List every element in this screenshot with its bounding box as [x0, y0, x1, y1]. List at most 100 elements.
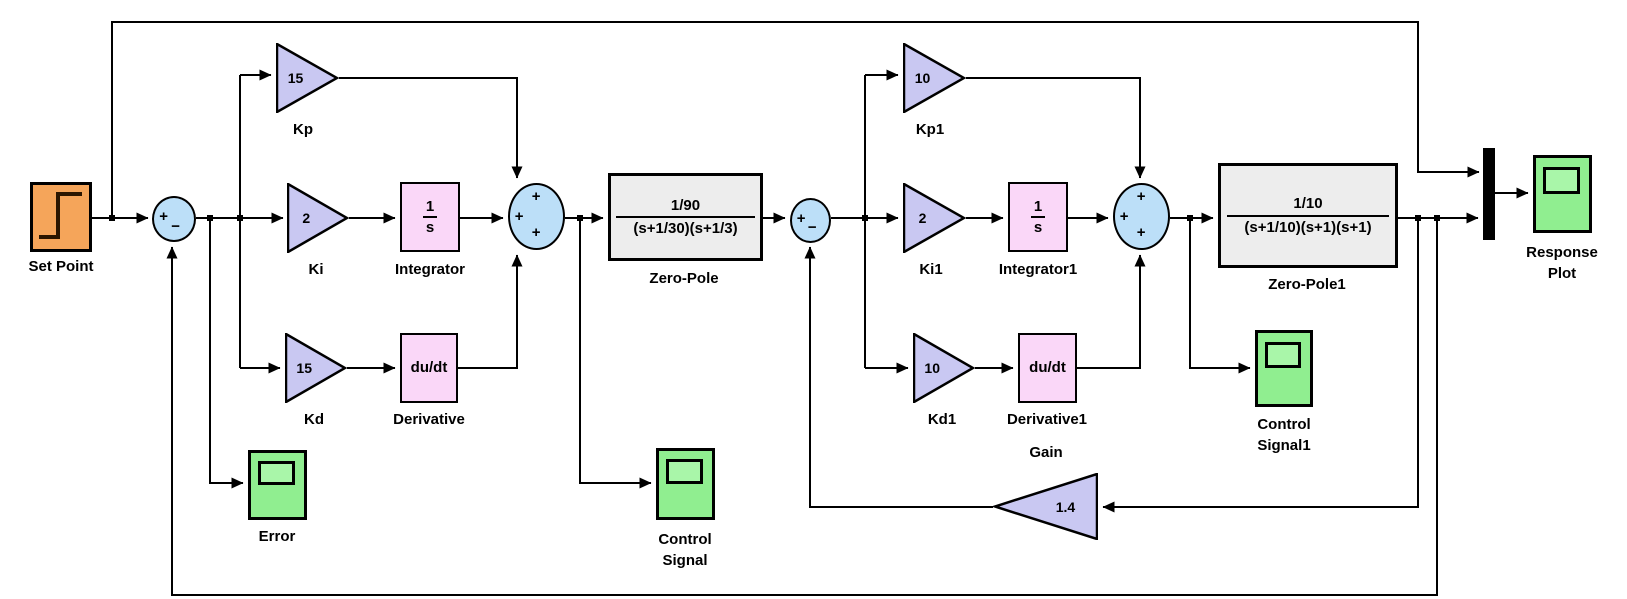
signal-wire — [209, 218, 244, 489]
signal-wire — [339, 77, 523, 179]
gain-triangle — [903, 43, 966, 113]
sum-junction-2[interactable]: +++ — [508, 183, 565, 250]
tf-denominator: (s+1/30)(s+1/3) — [633, 220, 738, 237]
signal-wire — [458, 254, 523, 369]
branch-dot — [109, 215, 115, 221]
gain-ki-label: Ki — [231, 259, 401, 280]
label-line: Ki — [308, 261, 324, 278]
branch-dot — [237, 215, 243, 221]
gain-feedback-label: Gain — [961, 442, 1131, 463]
gain-triangle — [913, 333, 975, 403]
scope-error[interactable] — [248, 450, 307, 520]
gain-kd1-label: Kd1 — [857, 409, 1027, 430]
tf-numerator: 1/10 — [1293, 195, 1323, 213]
label-line: Kp — [293, 121, 313, 138]
gain-triangle — [276, 43, 339, 113]
label-line: Signal — [662, 552, 708, 569]
sum-junction-3[interactable]: +− — [790, 198, 831, 243]
label-line: Kp1 — [915, 121, 945, 138]
zero-pole1-block-label: Zero-Pole1 — [1222, 274, 1392, 295]
gain-value: 15 — [296, 360, 312, 376]
gain-value: 10 — [914, 70, 931, 86]
derivative-block-label: Derivative — [344, 409, 514, 430]
label-line: Gain — [1029, 444, 1063, 461]
branch-dot — [207, 215, 213, 221]
sum-sign: + — [796, 210, 806, 228]
branch-dot — [1434, 215, 1440, 221]
signal-wire — [579, 218, 652, 489]
label-line: Kd1 — [927, 411, 957, 428]
gain-kd1[interactable]: 10 — [913, 333, 975, 403]
label-line: Kd — [304, 411, 324, 428]
label-line: Error — [258, 528, 296, 545]
gain-kp[interactable]: 15 — [276, 43, 339, 113]
fraction-bar — [616, 216, 755, 218]
fraction-denominator: s — [425, 219, 435, 236]
label-line: Integrator — [394, 261, 465, 278]
gain-kp1[interactable]: 10 — [903, 43, 966, 113]
sum-sign: + — [1136, 224, 1146, 242]
sum-sign: + — [514, 207, 524, 225]
label-line: Set Point — [28, 258, 94, 275]
label-line: Zero-Pole1 — [1268, 276, 1346, 293]
fraction-denominator: s — [1033, 219, 1043, 236]
sum-sign: + — [1136, 188, 1146, 206]
scope-response-plot[interactable] — [1533, 155, 1592, 233]
derivative-block[interactable]: du/dt — [400, 333, 458, 403]
set-point-block[interactable] — [30, 182, 92, 252]
signal-wire — [1189, 218, 1251, 374]
set-point-block-label: Set Point — [0, 256, 146, 277]
signal-wire — [966, 77, 1146, 179]
sum-sign: + — [159, 208, 168, 226]
gain-ki1[interactable]: 2 — [903, 183, 966, 253]
gain-feedback[interactable]: 1.4 — [993, 473, 1098, 540]
gain-triangle — [993, 473, 1098, 540]
gain-triangle — [287, 183, 349, 253]
block-expression: du/dt — [410, 359, 448, 377]
signal-wire — [111, 21, 1480, 218]
label-line: Zero-Pole — [649, 270, 719, 287]
derivative1-block[interactable]: du/dt — [1018, 333, 1077, 403]
branch-dot — [1187, 215, 1193, 221]
label-line: Signal1 — [1257, 437, 1311, 454]
gain-kp-label: Kp — [218, 119, 388, 140]
label-line: Derivative1 — [1006, 411, 1088, 428]
label-line: Plot — [1547, 265, 1577, 282]
label-line: Control — [658, 531, 712, 548]
sum-sign: + — [1119, 207, 1129, 225]
gain-kp1-label: Kp1 — [845, 119, 1015, 140]
fraction-numerator: 1 — [425, 197, 435, 215]
block-expression: du/dt — [1029, 359, 1066, 377]
zero-pole1-block[interactable]: 1/10(s+1/10)(s+1)(s+1) — [1218, 163, 1398, 268]
scope-error-label: Error — [192, 526, 362, 547]
fraction-numerator: 1 — [1033, 197, 1043, 215]
fraction-bar — [423, 216, 437, 218]
sum-junction-1[interactable]: +− — [152, 196, 196, 242]
sum-junction-4[interactable]: + + + — [1113, 183, 1170, 250]
gain-kd-label: Kd — [229, 409, 399, 430]
branch-dot — [1415, 215, 1421, 221]
gain-kd[interactable]: 15 — [285, 333, 347, 403]
tf-numerator: 1/90 — [670, 196, 701, 214]
mux-block[interactable] — [1483, 148, 1495, 240]
scope-control-signal1[interactable] — [1255, 330, 1313, 407]
gain-ki[interactable]: 2 — [287, 183, 349, 253]
fraction-bar — [1031, 216, 1045, 218]
signal-wire — [804, 246, 993, 508]
scope-control-signal[interactable] — [656, 448, 715, 520]
gain-value: 2 — [302, 210, 311, 226]
gain-value: 10 — [924, 360, 940, 376]
scope-screen-icon — [1542, 166, 1580, 194]
signal-wire — [166, 218, 1438, 596]
label-line: Control — [1257, 416, 1311, 433]
gain-ki1-label: Ki1 — [846, 259, 1016, 280]
zero-pole-block-label: Zero-Pole — [599, 268, 769, 289]
zero-pole-block[interactable]: 1/90 (s+1/30)(s+1/3) — [608, 173, 763, 261]
branch-dot — [862, 215, 868, 221]
